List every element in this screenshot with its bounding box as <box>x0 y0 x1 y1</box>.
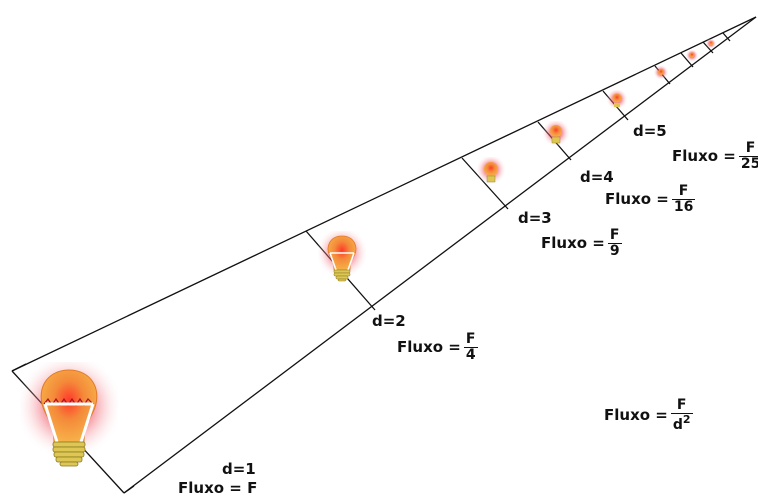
distance-label-3: d=3 <box>518 209 552 227</box>
lightbulb-icon <box>706 39 716 49</box>
flux-prefix: Fluxo = <box>605 190 669 209</box>
distance-label-1: d=1 <box>222 460 256 478</box>
fraction-numerator: F <box>745 140 756 156</box>
lightbulb-icon <box>686 50 698 62</box>
flux-label-1: Fluxo = F <box>178 481 257 496</box>
lightbulb-icon <box>607 90 627 110</box>
flux-prefix: Fluxo = <box>397 338 461 357</box>
fraction-denominator: 9 <box>607 242 622 259</box>
cone-lower-line <box>123 16 757 494</box>
flux-prefix: Fluxo = <box>672 147 736 166</box>
fraction-denominator: d2 <box>670 412 693 433</box>
fraction-numerator: F <box>465 331 476 347</box>
lightbulb-icon <box>318 231 366 282</box>
lightbulb-icon <box>654 66 668 80</box>
lightbulb-icon <box>477 157 505 185</box>
cone-upper-line <box>11 16 757 372</box>
fraction-numerator: F <box>676 397 687 413</box>
distance-marker-9 <box>722 32 731 42</box>
fraction-denominator: 25 <box>738 155 758 172</box>
flux-value: F <box>247 479 258 497</box>
fraction-numerator: F <box>609 227 620 243</box>
lightbulb-icon <box>543 121 569 147</box>
flux-prefix: Fluxo = <box>541 234 605 253</box>
denominator-exponent: 2 <box>682 412 691 426</box>
distance-label-2: d=2 <box>372 312 406 330</box>
flux-prefix: Fluxo = <box>178 479 248 497</box>
distance-label-5: d=5 <box>633 122 667 140</box>
fraction-numerator: F <box>678 183 689 199</box>
lightbulb-icon <box>20 362 118 467</box>
denominator-base: d <box>672 416 683 433</box>
distance-label-4: d=4 <box>580 168 614 186</box>
flux-prefix: Fluxo = <box>604 406 668 425</box>
fraction-denominator: 4 <box>463 346 478 363</box>
fraction-denominator: 16 <box>671 198 696 215</box>
